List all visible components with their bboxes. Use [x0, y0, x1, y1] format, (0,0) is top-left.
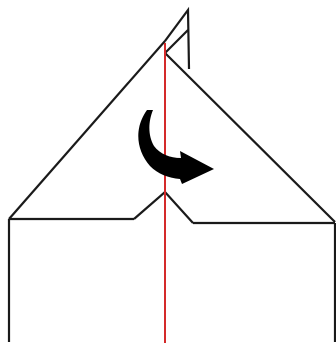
inner-small-triangle [134, 192, 193, 223]
front-flap-top-edge [165, 30, 188, 53]
curved-fold-arrow-icon [138, 110, 214, 184]
right-triangle-edge [165, 53, 335, 222]
